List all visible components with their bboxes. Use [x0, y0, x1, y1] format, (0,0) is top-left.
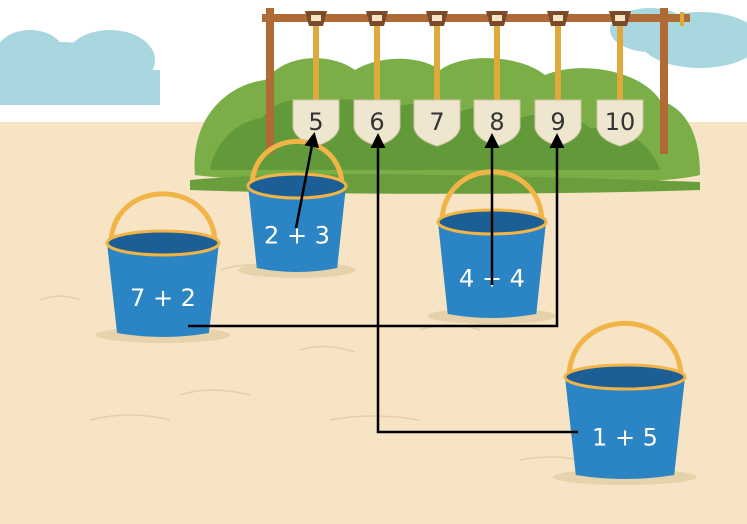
bucket-handle — [108, 191, 218, 252]
bucket-body — [107, 243, 219, 337]
shovel-grip-hole — [553, 15, 563, 21]
shovel-number: 6 — [369, 108, 384, 136]
bucket-opening — [248, 174, 346, 198]
bucket-body — [248, 186, 346, 272]
bucket-handle — [566, 321, 684, 386]
shovel-number: 9 — [550, 108, 565, 136]
shovel-6: 6 — [353, 11, 401, 147]
shovel-grip-hole — [615, 15, 625, 21]
bucket-opening — [107, 231, 219, 255]
shovel-number: 10 — [605, 108, 636, 136]
shovel-grip-hole — [311, 15, 321, 21]
bucket-sum-label: 1 + 5 — [592, 424, 658, 452]
shovel-7: 7 — [413, 11, 461, 147]
shovel-10: 10 — [596, 11, 644, 147]
shovel-number: 7 — [429, 108, 444, 136]
shovel-handle — [374, 26, 380, 100]
answer-lines — [188, 132, 578, 434]
shovel-handle — [313, 26, 319, 100]
shovel-handle — [617, 26, 623, 100]
bucket-rim — [105, 229, 221, 257]
shovel-rack — [262, 8, 690, 154]
line-7plus2-to-9 — [188, 133, 565, 328]
bucket: 7 + 2 — [95, 191, 231, 343]
shovel-blade — [596, 99, 644, 147]
cloud-left — [0, 30, 160, 105]
bucket-opening — [565, 365, 685, 389]
shovel-grip-hole — [492, 15, 502, 21]
shovel-number: 5 — [308, 108, 323, 136]
line-2plus3-to-5 — [294, 132, 320, 229]
shovel-grip-hole — [432, 15, 442, 21]
bucket-rim — [563, 363, 687, 391]
bucket-body — [565, 377, 685, 479]
shovel-handle — [555, 26, 561, 100]
line-1plus5-to-6 — [370, 133, 578, 434]
bucket: 1 + 5 — [553, 321, 697, 485]
shovel-9: 9 — [534, 11, 582, 147]
shovel-number: 8 — [489, 108, 504, 136]
bucket-rim — [246, 172, 348, 200]
shovel-handle — [434, 26, 440, 100]
bucket-handle — [249, 138, 345, 195]
shovel-grip-hole — [372, 15, 382, 21]
shovel-handle — [494, 26, 500, 100]
shovel-blade — [413, 99, 461, 147]
bucket-sum-label: 7 + 2 — [130, 284, 196, 312]
